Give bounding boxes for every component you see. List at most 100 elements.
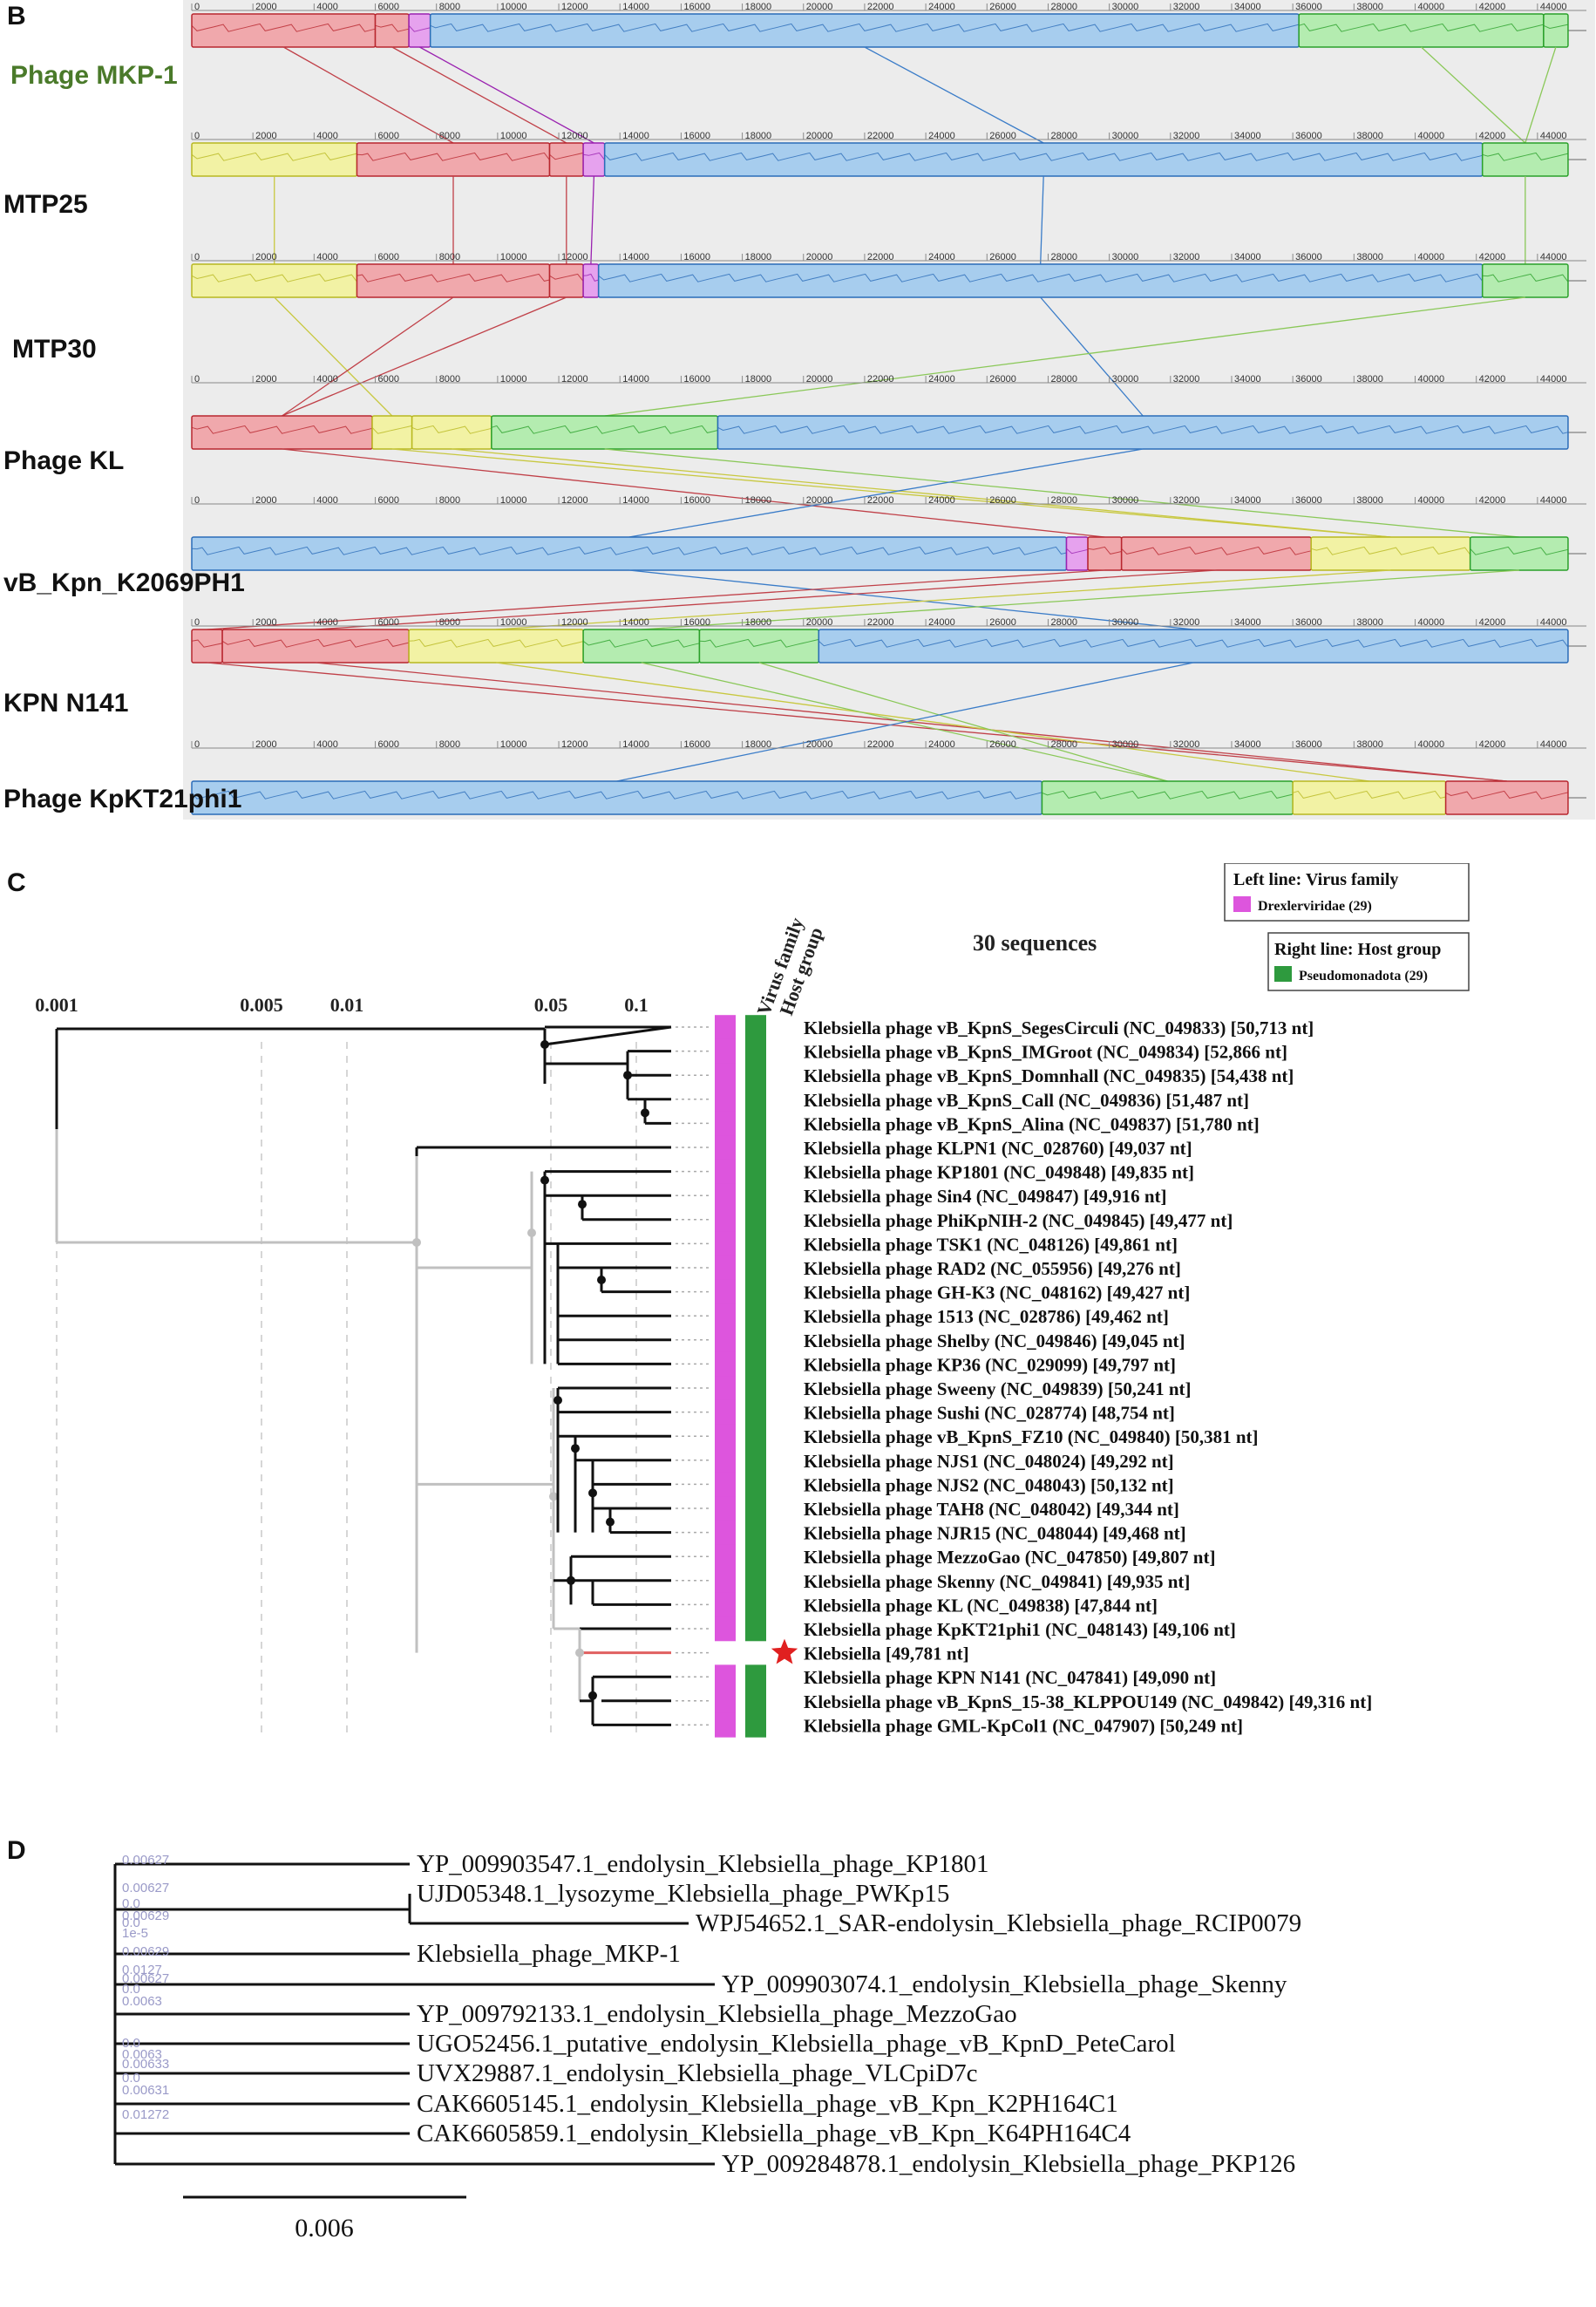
ruler-tick-label: 32000 — [1173, 739, 1200, 750]
lcb-connector — [1040, 175, 1044, 265]
ruler-tick-label: 30000 — [1112, 495, 1139, 506]
host-bar-cell — [745, 1279, 766, 1304]
family-bar-cell — [715, 1424, 736, 1449]
taxon-label: Klebsiella phage KPN N141 (NC_047841) [4… — [804, 1667, 1216, 1688]
host-bar-cell — [745, 1399, 766, 1425]
ruler-tick-label: 32000 — [1173, 2, 1200, 12]
ruler-tick-label: 34000 — [1234, 374, 1261, 384]
tree-node — [549, 1492, 558, 1501]
ruler-tick-label: 6000 — [378, 252, 399, 262]
branch-length-label: 0.00627 — [122, 1881, 169, 1895]
taxon-label: Klebsiella phage vB_KpnS_FZ10 (NC_049840… — [804, 1426, 1259, 1447]
ruler-tick-label: 28000 — [1050, 2, 1077, 12]
lcb-block — [603, 142, 1484, 177]
ruler-tick-label: 24000 — [928, 131, 955, 141]
lcb-block — [371, 415, 413, 450]
lcb-block — [582, 629, 701, 664]
lcb-connector — [604, 296, 1525, 417]
ruler-tick-label: 32000 — [1173, 131, 1200, 141]
taxon-label: Klebsiella phage GH-K3 (NC_048162) [49,4… — [804, 1283, 1190, 1303]
ruler-tick-label: 6000 — [378, 131, 399, 141]
ruler-tick-label: 42000 — [1479, 495, 1506, 506]
ruler-tick-label: 8000 — [439, 131, 460, 141]
ruler-tick-label: 44000 — [1540, 617, 1567, 628]
panel-d-label: D — [7, 1836, 26, 1865]
ruler-tick-label: 36000 — [1295, 2, 1322, 12]
family-bar-cell — [715, 1183, 736, 1208]
host-bar-cell — [745, 1569, 766, 1594]
ruler-tick-label: 4000 — [316, 252, 337, 262]
ruler-tick-label: 36000 — [1295, 374, 1322, 384]
legend-virus-family-swatch — [1233, 896, 1251, 912]
tree-node — [588, 1691, 597, 1700]
ruler-tick-label: 24000 — [928, 617, 955, 628]
ruler-tick-label: 14000 — [622, 739, 649, 750]
ruler-tick-label: 18000 — [745, 131, 772, 141]
tree-node — [554, 1396, 562, 1405]
host-bar-cell — [745, 1038, 766, 1064]
ruler-tick-label: 0 — [194, 2, 200, 12]
ruler-tick-label: 0 — [194, 495, 200, 506]
similarity-profile — [717, 425, 1569, 434]
taxon-label: YP_009903074.1_endolysin_Klebsiella_phag… — [722, 1970, 1287, 1998]
ruler-tick-label: 44000 — [1540, 374, 1567, 384]
ruler-tick-label: 34000 — [1234, 2, 1261, 12]
lcb-connector — [590, 175, 595, 265]
taxon-label: UVX29887.1_endolysin_Klebsiella_phage_VL… — [417, 2059, 978, 2087]
ruler-tick-label: 30000 — [1112, 617, 1139, 628]
ruler-tick-label: 40000 — [1418, 252, 1445, 262]
scale-tick-label: 0.01 — [330, 994, 364, 1016]
taxon-label: UGO52456.1_putative_endolysin_Klebsiella… — [417, 2030, 1176, 2058]
tree-node — [578, 1200, 587, 1209]
ruler-tick-label: 6000 — [378, 739, 399, 750]
host-bar-cell — [745, 1303, 766, 1329]
ruler-tick-label: 6000 — [378, 374, 399, 384]
lcb-block — [356, 142, 551, 177]
ruler-tick-label: 24000 — [928, 739, 955, 750]
family-bar-cell — [715, 1256, 736, 1281]
panel-b-label: B — [7, 2, 26, 31]
lcb-block — [1292, 780, 1447, 815]
legend-virus-family — [1224, 863, 1470, 922]
ruler-tick-label: 8000 — [439, 617, 460, 628]
branch-length-label: 0.0 — [122, 2036, 140, 2051]
host-bar-cell — [745, 1087, 766, 1113]
lcb-block — [717, 415, 1569, 450]
ruler-tick-label: 12000 — [561, 2, 588, 12]
endolysin-tree: YP_009903547.1_endolysin_Klebsiella_phag… — [113, 1850, 1301, 2242]
host-bar-cell — [745, 1111, 766, 1136]
ruler-tick-label: 38000 — [1356, 739, 1383, 750]
taxon-label: Klebsiella phage NJS1 (NC_048024) [49,29… — [804, 1451, 1174, 1472]
similarity-profile — [1445, 790, 1569, 800]
ruler-tick-label: 28000 — [1050, 495, 1077, 506]
branch-length-label: 0.0063 — [122, 2047, 162, 2062]
ruler-tick-label: 22000 — [867, 739, 894, 750]
genome-label: Phage KL — [3, 446, 125, 475]
taxon-label: Klebsiella_phage_MKP-1 — [417, 1940, 681, 1968]
ruler-tick-label: 12000 — [561, 252, 588, 262]
taxon-label: Klebsiella phage Sweeny (NC_049839) [50,… — [804, 1378, 1192, 1399]
lcb-connector — [758, 662, 1168, 782]
ruler-tick-label: 22000 — [867, 131, 894, 141]
ruler-tick-label: 14000 — [622, 495, 649, 506]
ruler-tick-label: 0 — [194, 131, 200, 141]
lcb-block — [1041, 780, 1294, 815]
scale-tick-label: 0.1 — [624, 994, 649, 1016]
lcb-block — [698, 629, 820, 664]
ruler-tick-label: 42000 — [1479, 374, 1506, 384]
ruler-tick-label: 36000 — [1295, 252, 1322, 262]
family-bar-cell — [715, 1208, 736, 1233]
ruler-tick-label: 38000 — [1356, 2, 1383, 12]
genome-label: MTP30 — [12, 335, 97, 364]
ruler-tick-label: 2000 — [255, 131, 276, 141]
ruler-tick-label: 10000 — [500, 374, 527, 384]
ruler-tick-label: 6000 — [378, 617, 399, 628]
ruler-tick-label: 10000 — [500, 131, 527, 141]
similarity-profile — [191, 152, 357, 161]
ruler-tick-label: 20000 — [806, 374, 833, 384]
family-bar-cell — [715, 1496, 736, 1521]
similarity-profile — [221, 638, 410, 648]
taxon-label: Klebsiella phage KLPN1 (NC_028760) [49,0… — [804, 1138, 1192, 1159]
taxon-label: Klebsiella phage vB_KpnS_Alina (NC_04983… — [804, 1113, 1260, 1134]
family-bar-cell — [715, 1712, 736, 1738]
